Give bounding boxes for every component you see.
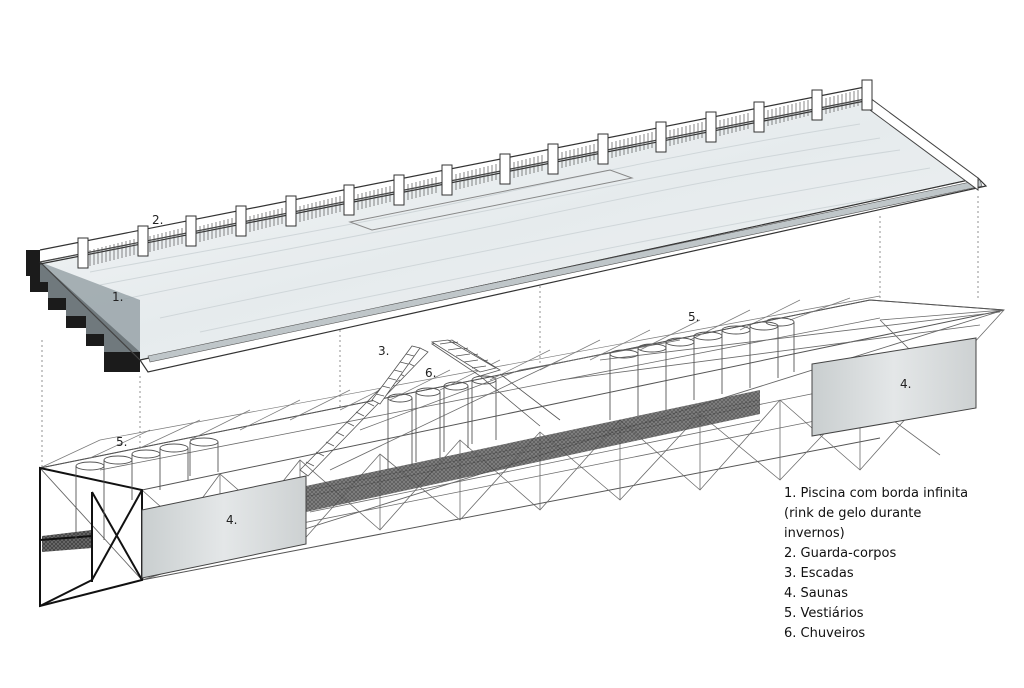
callout-railings: 2.: [152, 213, 164, 227]
legend: 1. Piscina com borda infinita (rink de g…: [784, 484, 1016, 644]
legend-item-lockers: 5. Vestiários: [784, 606, 864, 621]
deck-hatch: [348, 169, 634, 231]
infinity-edge-gutter: [147, 179, 983, 363]
legend-item-pool: 1. Piscina com borda infinita (rink de g…: [784, 486, 969, 541]
structure-module: [39, 295, 1005, 608]
callout-showers: 6.: [425, 366, 437, 380]
water-ripples: [89, 123, 951, 333]
sauna-right: [811, 337, 977, 437]
pool-section-water: [40, 262, 140, 352]
callout-pool: 1.: [112, 290, 124, 304]
callout-lockers-top: 5.: [688, 310, 700, 324]
mesh-floor: [306, 390, 760, 512]
legend-item-saunas: 4. Saunas: [784, 586, 848, 601]
railing-balusters: [89, 90, 859, 266]
callout-sauna-left: 4.: [226, 513, 238, 527]
railings: [39, 79, 873, 269]
lockers-left: [75, 437, 219, 540]
legend-item-stairs: 3. Escadas: [784, 566, 854, 581]
pool-module: [26, 79, 988, 373]
stairs-floating: [371, 339, 498, 405]
mesh-floor-left: [42, 530, 92, 552]
lockers-top: [609, 317, 795, 420]
callout-sauna-right: 4.: [900, 377, 912, 391]
sauna-left: [141, 475, 307, 579]
legend-item-showers: 6. Chuveiros: [784, 626, 866, 641]
left-end-frame: [39, 466, 143, 608]
showers: [387, 375, 497, 470]
callout-lockers-left: 5.: [116, 435, 128, 449]
callout-stairs: 3.: [378, 344, 390, 358]
legend-item-railings: 2. Guarda-corpos: [784, 546, 897, 561]
railing-posts: [77, 79, 873, 269]
